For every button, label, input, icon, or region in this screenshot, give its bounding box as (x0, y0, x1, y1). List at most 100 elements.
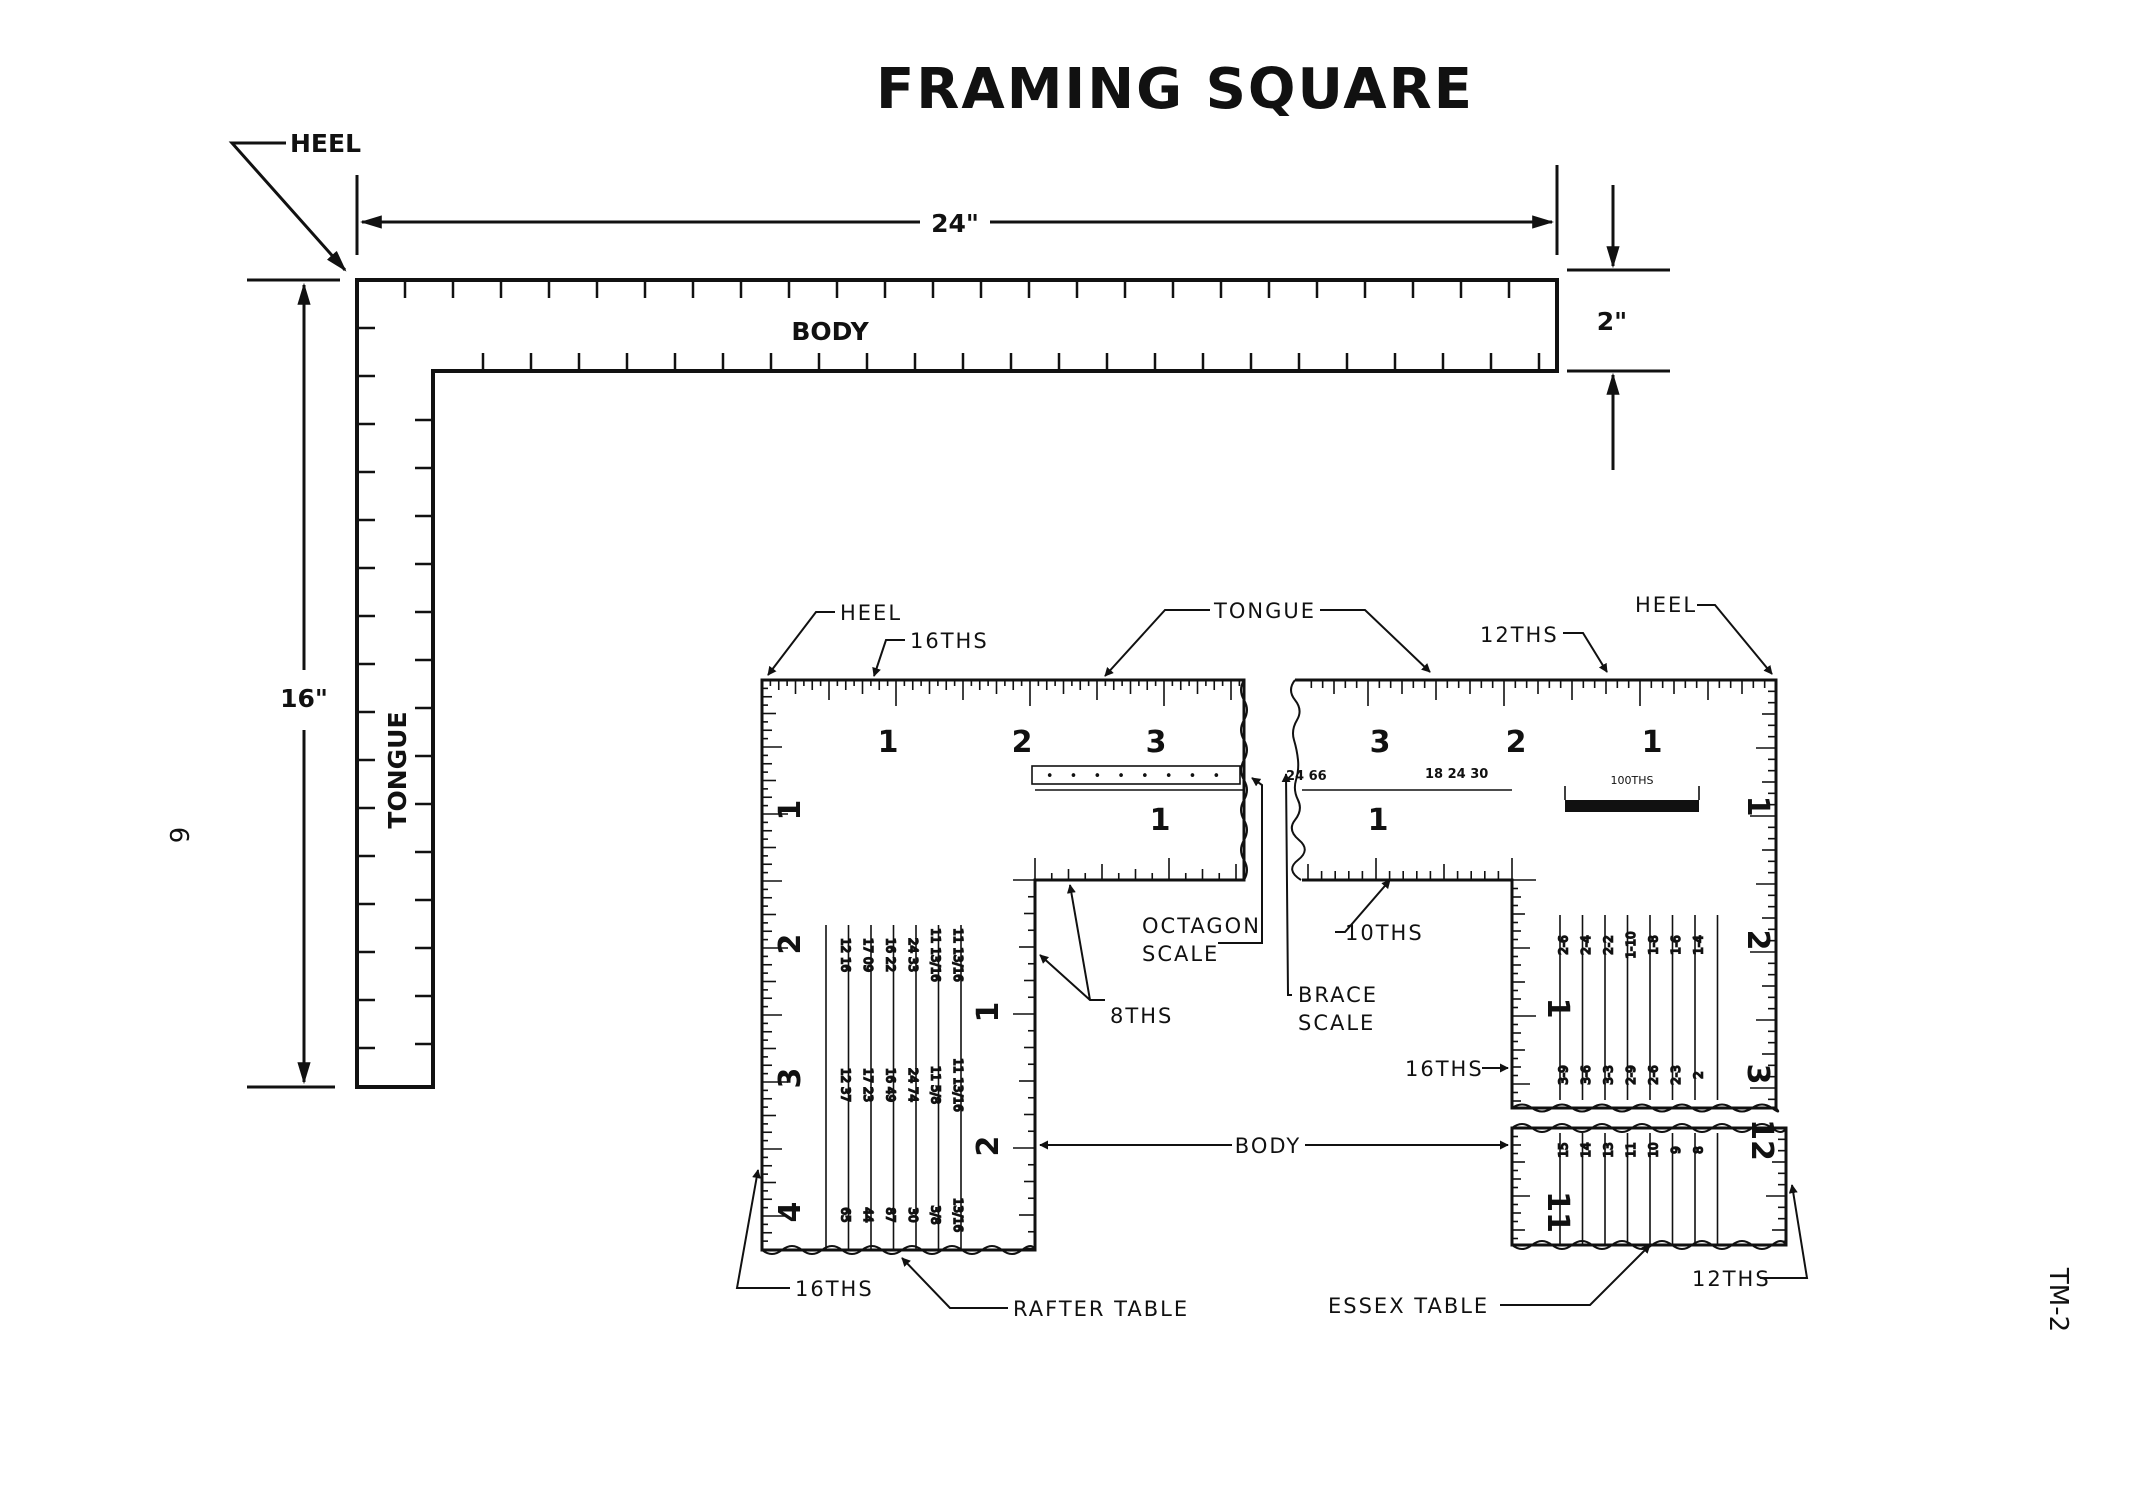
tongue-label: TONGUE (383, 711, 412, 828)
rafter-value-bot: 87 (883, 1207, 897, 1222)
left-inner-side-num-2: 2 (971, 1136, 1006, 1157)
brace-scale-numbers-a: 24 66 (1286, 769, 1327, 784)
rafter-value-mid: 16 49 (883, 1068, 897, 1102)
right-top-num-3: 3 (1370, 725, 1391, 760)
rafter-value-bot: 44 (861, 1207, 875, 1222)
rafter-value-top: 16 22 (883, 938, 897, 972)
rafter-value-mid: 17 23 (861, 1068, 875, 1102)
rafter-value-bot: 65 (838, 1207, 852, 1222)
detail-labels: HEEL 16THS TONGUE 12THS HEEL OCTAGON SCA… (795, 593, 1771, 1321)
width-value: 2" (1597, 307, 1627, 336)
essex-value-mid: 3-3 (1601, 1065, 1615, 1085)
right-square-face: 100THS 24 66 18 24 30 2-6 3-9 15 2-4 3-6 14 2-… (1286, 678, 1788, 1250)
right-side-num-1: 1 (1740, 796, 1775, 817)
left-inner-side-num-1: 1 (971, 1002, 1006, 1023)
rafter-table-label: RAFTER TABLE (1013, 1297, 1189, 1321)
right-side-num-12: 12 (1744, 1119, 1779, 1161)
right-side-num-3: 3 (1740, 1064, 1775, 1085)
essex-value-mid: 2 (1691, 1071, 1705, 1079)
essex-value-mid: 2-6 (1646, 1065, 1660, 1085)
essex-value-bot: 13 (1601, 1142, 1615, 1157)
height-dimension: 16" (247, 278, 340, 1089)
left-top-num-2: 2 (1012, 725, 1033, 760)
left-side-num-1: 1 (773, 800, 808, 821)
rafter-value-top: 24 33 (906, 938, 920, 972)
right-inner-side-num-11: 11 (1540, 1191, 1575, 1233)
left-top-num-3: 3 (1146, 725, 1167, 760)
essex-value-top: 1-8 (1646, 935, 1660, 955)
document-code: TM-2 (2043, 1267, 2073, 1332)
right-top-num-1: 1 (1642, 725, 1663, 760)
rafter-value-bot: 30 (906, 1207, 920, 1222)
eighths-label: 8THS (1110, 1004, 1173, 1028)
rafter-value-top: 17 09 (861, 938, 875, 972)
rafter-value-top: 11 13/16 (951, 928, 965, 982)
octagon-scale-strip (1031, 765, 1241, 785)
detail-callouts (735, 604, 1809, 1309)
right-side-num-2: 2 (1740, 930, 1775, 951)
hundredths-scale-bar (1565, 800, 1699, 812)
essex-value-mid: 2-9 (1624, 1065, 1638, 1085)
essex-value-bot: 8 (1691, 1146, 1705, 1154)
rafter-value-mid: 11 5/8 (928, 1066, 942, 1104)
left-side-num-4: 4 (773, 1202, 808, 1223)
left-top-num-1: 1 (878, 725, 899, 760)
rafter-value-mid: 24 74 (906, 1068, 920, 1102)
framing-square-outline (355, 278, 1559, 1089)
brace-scale-numbers-b: 18 24 30 (1425, 767, 1488, 782)
octagon-scale-label-1: OCTAGON (1142, 914, 1261, 938)
left-side-num-3: 3 (773, 1068, 808, 1089)
essex-value-mid: 3-9 (1556, 1065, 1570, 1085)
twelfths-top-label: 12THS (1480, 623, 1559, 647)
right-inner-side-num-1: 1 (1540, 998, 1575, 1019)
heel-callout: HEEL (228, 129, 361, 272)
essex-value-top: 1-4 (1691, 935, 1705, 955)
sixteenths-top-label: 16THS (910, 629, 989, 653)
page-number: 6 (163, 827, 193, 844)
essex-value-top: 2-4 (1579, 935, 1593, 955)
essex-value-top: 2-2 (1601, 935, 1615, 955)
essex-value-top: 1-6 (1669, 935, 1683, 955)
essex-value-bot: 14 (1579, 1142, 1593, 1157)
heel-left-label: HEEL (840, 601, 902, 625)
essex-table-label: ESSEX TABLE (1328, 1294, 1489, 1318)
sixteenths-right-label: 16THS (1405, 1057, 1484, 1081)
essex-value-top: 1-10 (1624, 931, 1638, 958)
octagon-scale-label-2: SCALE (1142, 942, 1219, 966)
essex-value-bot: 15 (1556, 1142, 1570, 1157)
left-side-num-2: 2 (773, 934, 808, 955)
essex-value-top: 2-6 (1556, 935, 1570, 955)
rafter-value-mid: 11 13/16 (951, 1058, 965, 1112)
twelfths-bottom-label: 12THS (1692, 1267, 1771, 1291)
hundredths-label: 100THS (1611, 774, 1654, 787)
height-value: 16" (280, 684, 328, 713)
brace-scale-label-1: BRACE (1298, 983, 1378, 1007)
length-value: 24" (931, 209, 979, 238)
right-inner-num-1: 1 (1368, 803, 1389, 838)
essex-value-bot: 10 (1646, 1142, 1660, 1157)
heel-right-label: HEEL (1635, 593, 1697, 617)
octagon-marks: • • • • • • • • (1046, 769, 1226, 784)
width-dimension: 2" (1567, 185, 1670, 470)
page-title: FRAMING SQUARE (876, 57, 1474, 122)
tenths-label: 10THS (1345, 921, 1424, 945)
right-top-num-2: 2 (1506, 725, 1527, 760)
sixteenths-bottom-label: 16THS (795, 1277, 874, 1301)
tongue-detail-label: TONGUE (1213, 599, 1316, 623)
rafter-value-bot: 13/16 (951, 1198, 965, 1233)
rafter-value-bot: 3/8 (928, 1205, 942, 1224)
length-dimension: 24" (355, 165, 1559, 255)
heel-label: HEEL (290, 129, 361, 158)
brace-scale-label-2: SCALE (1298, 1011, 1375, 1035)
left-inner-num-1: 1 (1150, 803, 1171, 838)
body-detail-label: BODY (1235, 1134, 1301, 1158)
essex-value-bot: 11 (1624, 1142, 1638, 1157)
essex-value-mid: 2-3 (1669, 1065, 1683, 1085)
body-label: BODY (791, 317, 869, 346)
essex-value-mid: 3-6 (1579, 1065, 1593, 1085)
rafter-value-top: 11 13/16 (928, 928, 942, 982)
essex-value-bot: 9 (1669, 1146, 1683, 1154)
rafter-value-top: 12 16 (838, 938, 852, 972)
